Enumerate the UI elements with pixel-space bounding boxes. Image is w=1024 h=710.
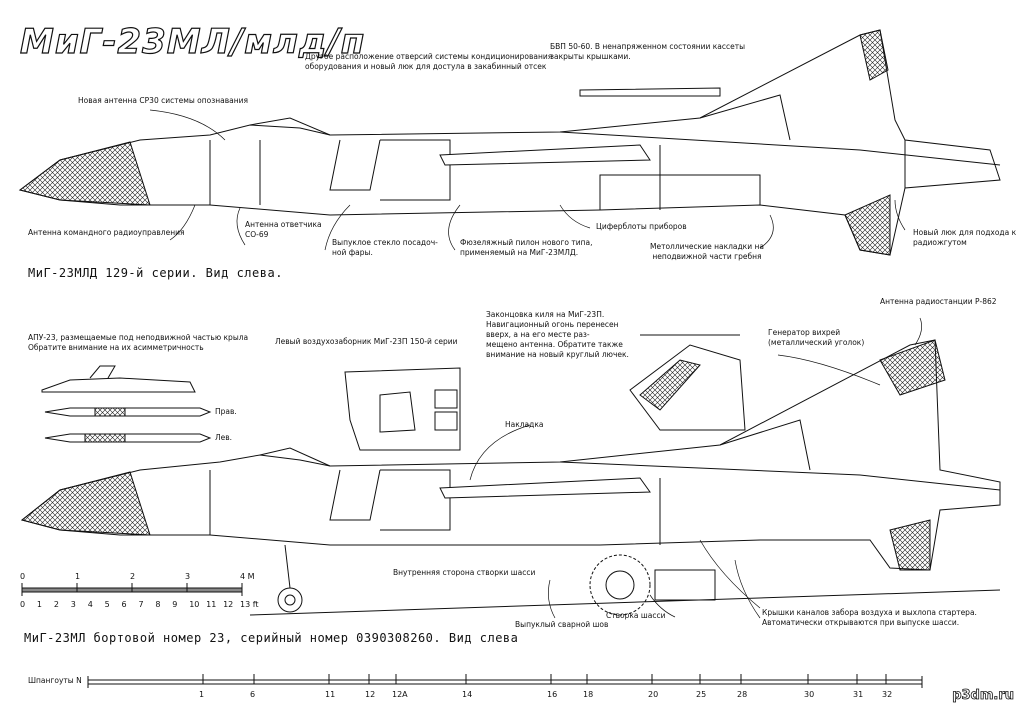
frame-tick-label: 14 xyxy=(462,690,473,699)
scale-imperial-tick: 10 xyxy=(189,600,200,609)
note-fin-tip: Законцовка киля на МиГ-23П. Навигационны… xyxy=(486,310,629,359)
note-vortex-generator: Генератор вихрей (металлический уголок) xyxy=(768,328,865,347)
scale-metric-tick: 2 xyxy=(130,572,136,581)
scale-imperial-tick: 1 xyxy=(36,600,43,609)
frame-tick-label: 16 xyxy=(547,690,558,699)
scale-imperial-tick: 13 ft xyxy=(240,600,259,609)
note-gear-door-inner: Внутренняя сторона створки шасси xyxy=(393,568,536,577)
frame-tick-label: 20 xyxy=(648,690,659,699)
frame-tick-label: 18 xyxy=(583,690,594,699)
scale-bar xyxy=(21,583,243,596)
note-intake-covers: Крышки каналов забора воздуха и выхлопа … xyxy=(762,608,977,627)
note-landing-light: Выпуклое стекло посадоч- ной фары. xyxy=(332,238,438,257)
frame-tick-label: 12А xyxy=(392,690,408,699)
note-overlay: Накладка xyxy=(505,420,544,429)
note-apu-23: АПУ-23, размещаемые под неподвижной част… xyxy=(28,333,249,352)
note-command-antenna: Антенна командного радиоуправления xyxy=(28,228,185,237)
scale-imperial-tick: 4 xyxy=(87,600,93,609)
caption-mig23mld: МиГ-23МЛД 129-й серии. Вид слева. xyxy=(28,266,283,280)
apu-label-right: Прав. xyxy=(215,407,237,416)
scale-imperial-tick: 9 xyxy=(172,600,178,609)
note-sr30-antenna: Новая антенна СР30 системы опознавания xyxy=(78,96,249,105)
note-r862-antenna: Антенна радиостанции Р-862 xyxy=(880,297,997,306)
note-bvp-50-60: БВП 50-60. В ненапряженном состоянии кас… xyxy=(550,42,746,61)
note-weld-seam: Выпуклый сварной шов xyxy=(515,620,609,629)
frame-tick-label: 32 xyxy=(882,690,893,699)
leader-lines xyxy=(149,109,922,619)
scale-imperial-tick: 7 xyxy=(138,600,144,609)
scale-imperial-tick: 3 xyxy=(70,600,76,609)
scale-imperial-tick: 5 xyxy=(104,600,110,609)
scale-imperial-tick: 8 xyxy=(155,600,161,609)
scale-metric-tick: 1 xyxy=(75,572,81,581)
drawing-title: МиГ-23МЛ/млд/п xyxy=(19,21,366,62)
note-metal-plates: Метоллические накладки на неподвижной ча… xyxy=(650,242,764,261)
note-gear-door: Створка шасси xyxy=(606,611,666,620)
mig23mld-side-view xyxy=(18,29,1001,256)
scale-imperial-tick: 0 xyxy=(20,600,26,609)
caption-mig23ml: МиГ-23МЛ бортовой номер 23, серийный ном… xyxy=(24,631,519,645)
mig23ml-side-view xyxy=(20,339,1001,616)
frame-tick-label: 30 xyxy=(804,690,815,699)
scale-imperial-tick: 12 xyxy=(223,600,234,609)
note-conditioning-vents: Другое расположение отверсий системы кон… xyxy=(305,52,553,71)
scale-metric-tick: 3 xyxy=(185,572,191,581)
scale-imperial-tick: 6 xyxy=(121,600,127,609)
scale-metric-tick: 0 xyxy=(20,572,26,581)
apu-label-left: Лев. xyxy=(215,433,233,442)
note-left-intake: Левый воздухозаборник МиГ-23П 150-й сери… xyxy=(275,337,458,346)
mig23p-intake-detail xyxy=(344,367,461,451)
frame-tick-label: 31 xyxy=(853,690,864,699)
frame-tick-label: 6 xyxy=(250,690,256,699)
scale-metric-tick: 4 М xyxy=(240,572,255,581)
frames-label: Шпангоуты N xyxy=(28,676,82,685)
scale-imperial-tick: 2 xyxy=(53,600,59,609)
fin-tip-detail xyxy=(629,334,746,431)
frame-tick-label: 25 xyxy=(696,690,707,699)
frame-tick-label: 1 xyxy=(199,690,205,699)
scale-imperial-tick: 11 xyxy=(206,600,217,609)
note-instrument-dials: Циферблоты приборов xyxy=(596,222,687,231)
note-so69-antenna: Антенна ответчика СО-69 xyxy=(245,220,322,239)
note-fuselage-pylon: Фюзеляжный пилон нового типа, применяемы… xyxy=(460,238,593,257)
frame-tick-label: 28 xyxy=(737,690,748,699)
frame-tick-label: 12 xyxy=(365,690,376,699)
frame-tick-label: 11 xyxy=(325,690,336,699)
watermark: p3dm.ru xyxy=(952,688,1015,704)
apu-23-launchers xyxy=(41,365,212,443)
frame-ruler xyxy=(87,676,923,688)
note-new-hatch: Новый люк для подхода к радиожгутом xyxy=(913,228,1017,247)
